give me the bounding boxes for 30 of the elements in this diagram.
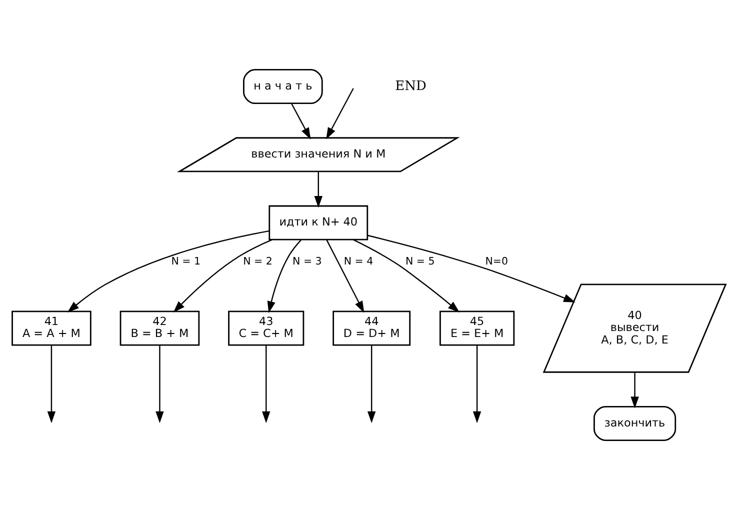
arrow xyxy=(353,238,460,312)
arrow xyxy=(173,238,272,312)
edge-label: N = 1 xyxy=(171,255,201,268)
arrow xyxy=(47,344,56,423)
node-box: 45 E = E+ M xyxy=(440,310,515,346)
edge-label: N = 2 xyxy=(243,255,272,268)
arrow xyxy=(262,344,270,423)
edge-label: N = 3 xyxy=(292,255,322,268)
node-box: 43 C = C+ M xyxy=(228,310,304,346)
arrow xyxy=(314,171,323,208)
edge-label: N = 4 xyxy=(344,255,374,268)
arrow xyxy=(290,102,311,139)
node-box: закончить xyxy=(594,405,676,440)
node-box: 41 A = A + M xyxy=(12,310,92,346)
arrow xyxy=(367,344,376,423)
edge-label: N=0 xyxy=(485,255,508,268)
arrow xyxy=(326,239,364,312)
label: END xyxy=(395,78,426,94)
arrow xyxy=(367,234,576,302)
arrow xyxy=(267,239,302,313)
node-box: 44 D = D+ M xyxy=(332,310,411,346)
arrow xyxy=(630,372,639,408)
node-box: 42 B = B + M xyxy=(120,310,200,346)
arrow xyxy=(156,344,164,423)
arrow xyxy=(67,230,270,312)
arrow xyxy=(326,88,354,139)
edge-label: N = 5 xyxy=(405,255,435,268)
node-box: идти к N+ 40 xyxy=(268,204,368,240)
arrow xyxy=(472,344,482,423)
node-box: н а ч а т ь xyxy=(243,68,323,104)
